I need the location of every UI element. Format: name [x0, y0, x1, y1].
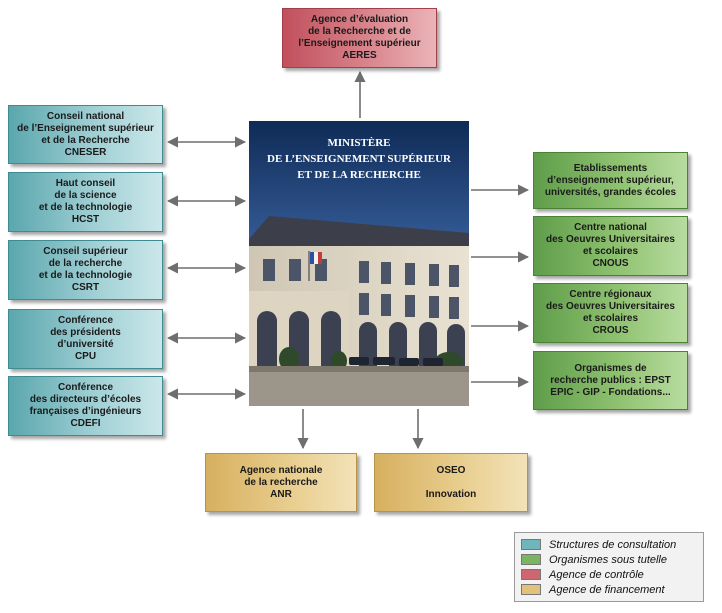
- box-cnous: Centre national des Oeuvres Universitair…: [533, 216, 688, 276]
- box-hcst: Haut conseil de la science et de la tech…: [8, 172, 163, 232]
- legend: Structures de consultation Organismes so…: [514, 532, 704, 602]
- legend-label: Agence de contrôle: [549, 568, 644, 581]
- box-csrt: Conseil supérieur de la recherche et de …: [8, 240, 163, 300]
- box-cneser: Conseil national de l’Enseignement supér…: [8, 105, 163, 164]
- box-anr: Agence nationale de la recherche ANR: [205, 453, 357, 512]
- box-oseo: OSEO Innovation: [374, 453, 528, 512]
- legend-item: Agence de contrôle: [521, 567, 697, 582]
- legend-swatch: [521, 569, 541, 580]
- legend-label: Agence de financement: [549, 583, 665, 596]
- legend-item: Organismes sous tutelle: [521, 552, 697, 567]
- ministry-title: MINISTÈRE DE L’ENSEIGNEMENT SUPÉRIEUR ET…: [267, 137, 451, 181]
- box-cpu: Conférence des présidents d’université C…: [8, 309, 163, 369]
- legend-label: Organismes sous tutelle: [549, 553, 667, 566]
- box-cdefi: Conférence des directeurs d’écoles franç…: [8, 376, 163, 436]
- ministry-photo: MINISTÈRE DE L’ENSEIGNEMENT SUPÉRIEUR ET…: [249, 121, 469, 406]
- box-etablissements: Etablissements d’enseignement supérieur,…: [533, 152, 688, 209]
- box-organismes: Organismes de recherche publics : EPST E…: [533, 351, 688, 410]
- box-aeres: Agence d’évaluation de la Recherche et d…: [282, 8, 437, 68]
- legend-item: Agence de financement: [521, 582, 697, 597]
- box-crous: Centre régionaux des Oeuvres Universitai…: [533, 283, 688, 343]
- legend-swatch: [521, 584, 541, 595]
- legend-item: Structures de consultation: [521, 537, 697, 552]
- legend-swatch: [521, 539, 541, 550]
- legend-swatch: [521, 554, 541, 565]
- legend-label: Structures de consultation: [549, 538, 677, 551]
- ministry-building-illustration: [249, 121, 469, 406]
